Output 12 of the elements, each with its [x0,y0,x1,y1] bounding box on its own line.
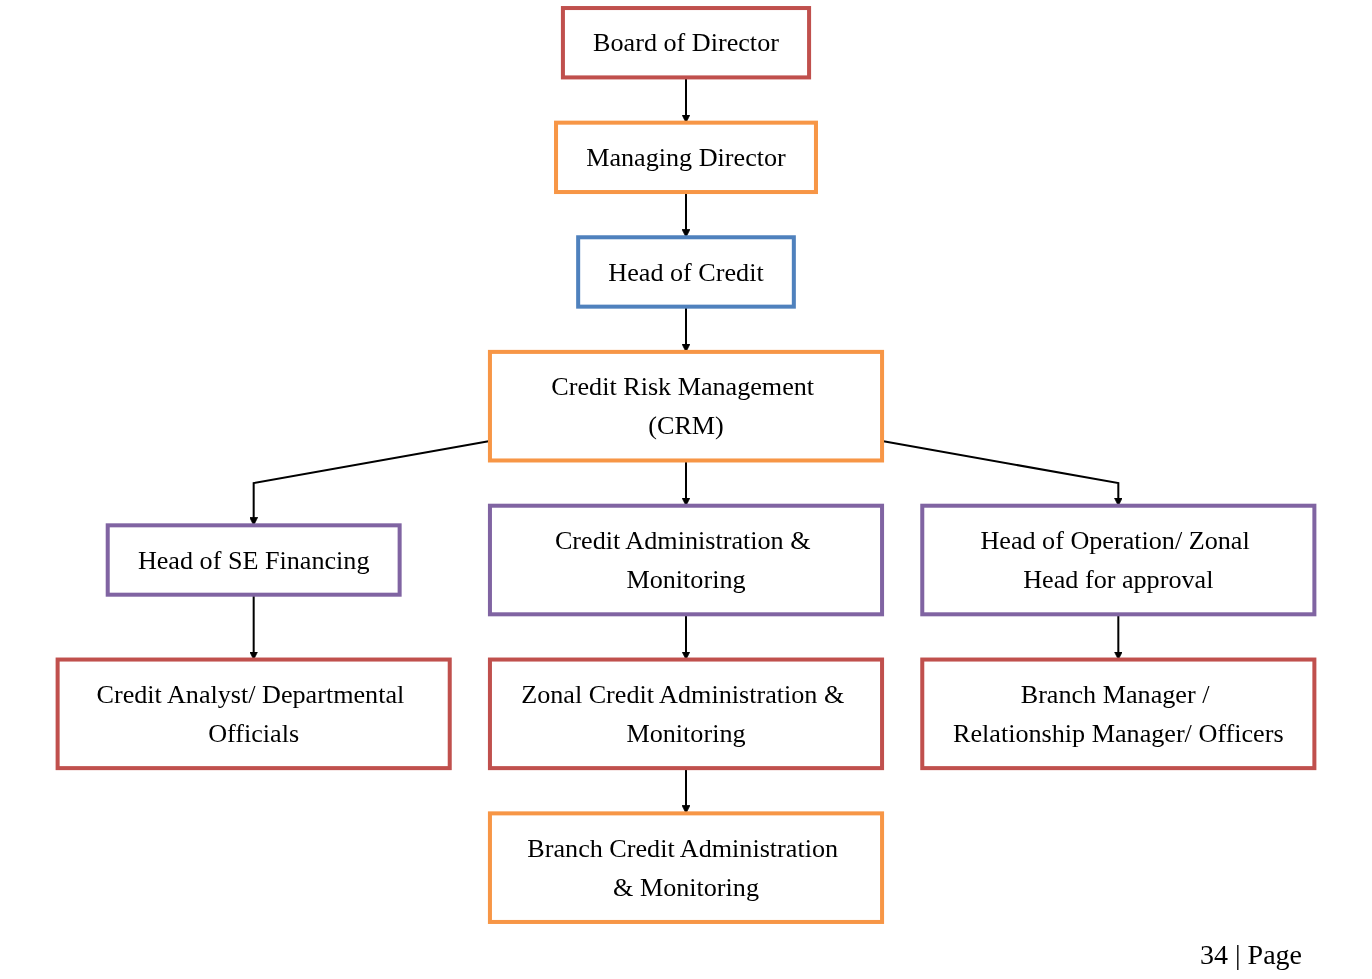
node-box: Branch Manager / Relationship Manager/ Officers [920,657,1317,771]
node-box: Credit Administration & Monitoring [487,503,885,617]
node-box: Credit Analyst/ Departmental Officials [55,657,452,771]
page-number: 34 | Page [1199,939,1302,971]
node-box: Head of Operation/ Zonal Head for approval [920,503,1317,617]
node-box: Branch Credit Administration & Monitoring [487,811,885,924]
node-box: Board of Director [560,6,812,80]
node-box: Head of Credit [576,235,796,309]
node-box: Credit Risk Management (CRM) [487,349,885,463]
node-box: Managing Director [554,120,818,195]
node-box: Head of SE Financing [105,523,402,597]
node-box: Zonal Credit Administration & Monitoring [487,657,885,771]
